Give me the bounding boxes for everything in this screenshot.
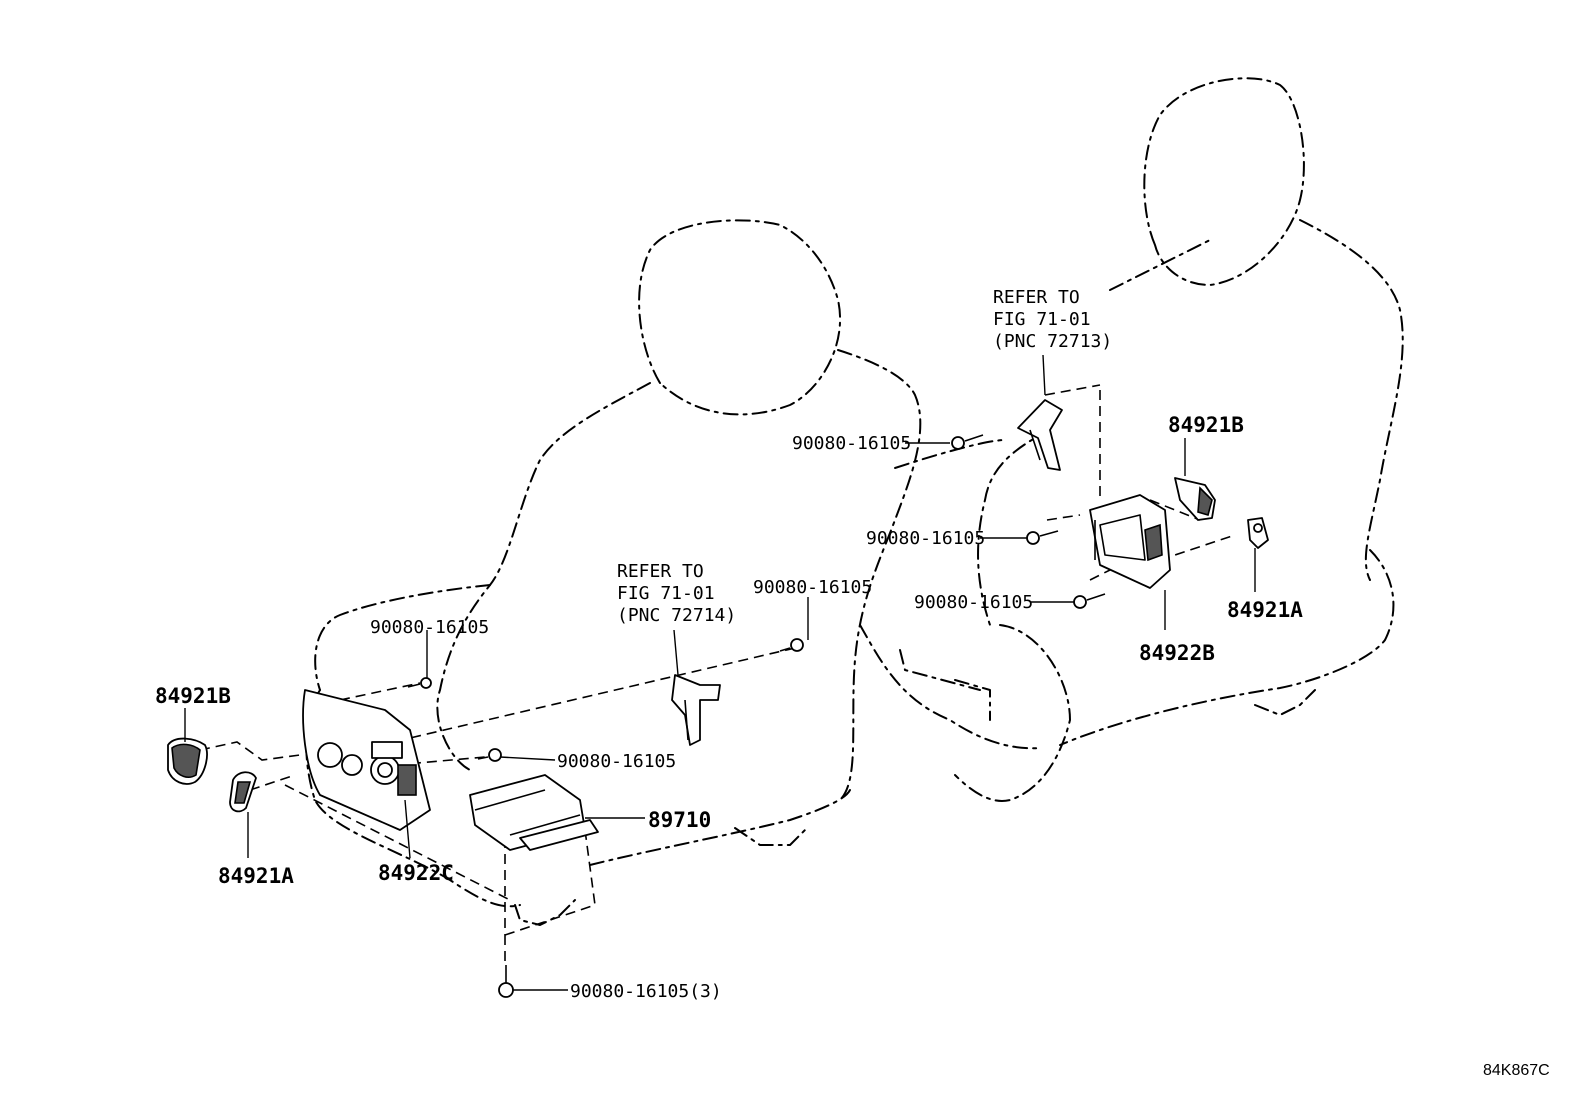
callout-labels: REFER TO FIG 71-01 (PNC 72713) REFER TO … bbox=[155, 287, 1550, 1079]
callout-leaders bbox=[184, 354, 1256, 991]
label-bolt-right-low: 90080-16105 bbox=[914, 592, 1033, 613]
refer-right-line2: FIG 71-01 bbox=[993, 309, 1091, 330]
left-parts bbox=[167, 638, 804, 998]
label-84921a-left: 84921A bbox=[218, 864, 294, 888]
phantom-lines bbox=[199, 384, 1236, 965]
label-bolt-left-mid: 90080-16105 bbox=[557, 751, 676, 772]
ecu-89710 bbox=[469, 774, 599, 851]
label-84921b-right: 84921B bbox=[1168, 413, 1244, 437]
bolt-right-low bbox=[1073, 593, 1106, 609]
refer-left-line3: (PNC 72714) bbox=[617, 605, 736, 626]
right-parts bbox=[951, 399, 1269, 609]
label-bolt-right-top: 90080-16105 bbox=[792, 433, 911, 454]
bolt-right-top bbox=[951, 434, 984, 450]
bracket-72714 bbox=[671, 674, 721, 746]
label-bolt-right-mid: 90080-16105 bbox=[866, 528, 985, 549]
label-84921a-right: 84921A bbox=[1227, 598, 1303, 622]
bolt-left-panel bbox=[407, 677, 432, 689]
bolt-left-mid bbox=[477, 748, 502, 762]
label-bolt-bottom: 90080-16105(3) bbox=[570, 981, 722, 1002]
refer-left-line1: REFER TO bbox=[617, 561, 704, 582]
refer-right-line3: (PNC 72713) bbox=[993, 331, 1112, 352]
label-84922b: 84922B bbox=[1139, 641, 1215, 665]
refer-left-line2: FIG 71-01 bbox=[617, 583, 715, 604]
label-bolt-left-bracket: 90080-16105 bbox=[753, 577, 872, 598]
bolt-left-bracket bbox=[779, 638, 804, 652]
bolt-bottom bbox=[498, 965, 514, 998]
refer-right-line1: REFER TO bbox=[993, 287, 1080, 308]
label-84922c: 84922C bbox=[378, 861, 454, 885]
right-seat-outline bbox=[859, 77, 1404, 802]
switch-84921a-right bbox=[1247, 517, 1269, 549]
figure-code: 84K867C bbox=[1483, 1062, 1550, 1079]
label-bolt-left-panel: 90080-16105 bbox=[370, 617, 489, 638]
bolt-right-mid bbox=[1026, 530, 1059, 545]
bracket-72713 bbox=[1017, 399, 1063, 471]
label-84921b-left: 84921B bbox=[155, 684, 231, 708]
module-84922b bbox=[1089, 494, 1171, 589]
label-89710: 89710 bbox=[648, 808, 711, 832]
switch-panel-84922c bbox=[302, 689, 431, 831]
